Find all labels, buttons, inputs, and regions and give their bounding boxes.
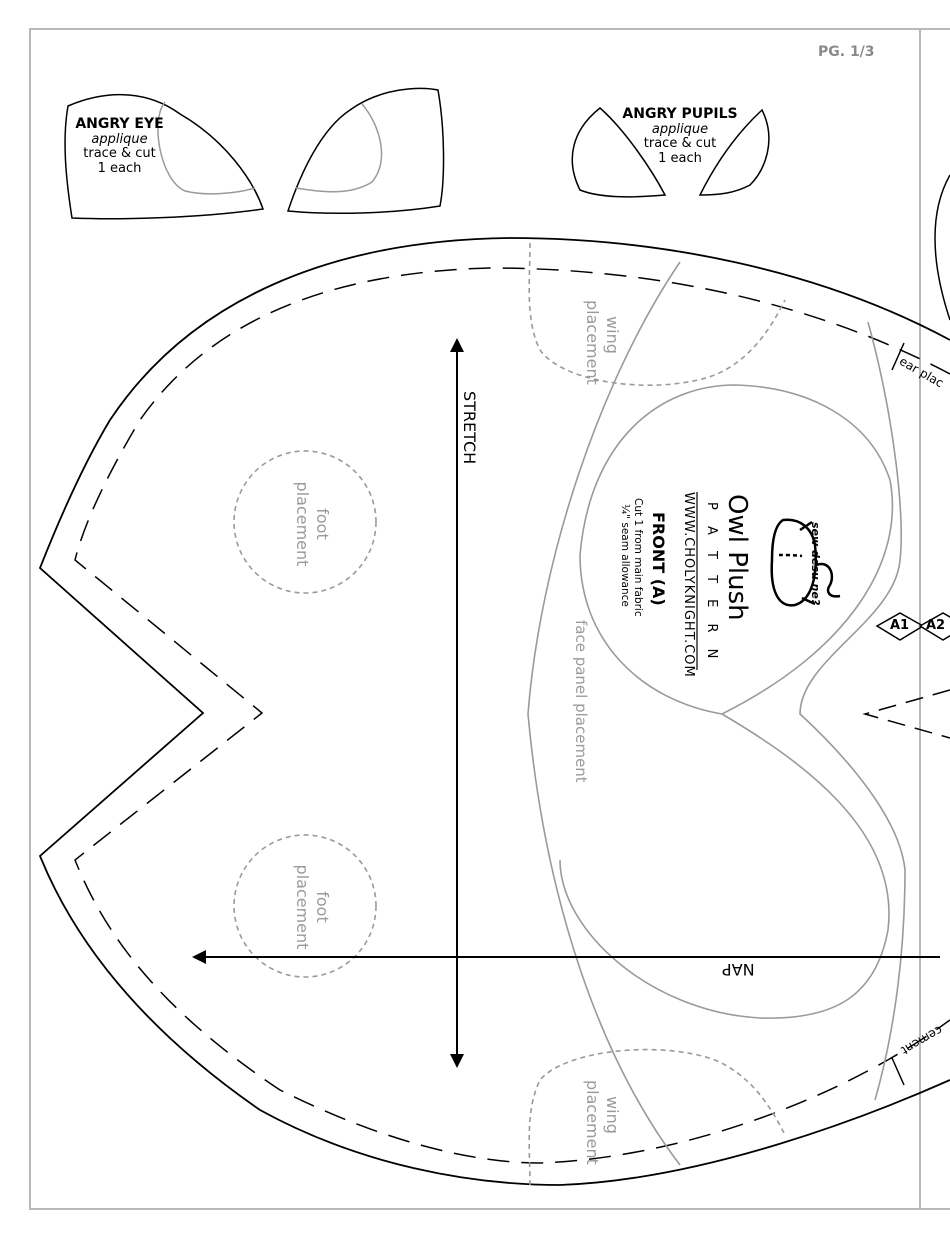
foot-placement-bottom-circle <box>233 834 377 978</box>
angry-eye-type: applique <box>91 131 148 147</box>
angry-eye-title: ANGRY EYE <box>75 116 164 132</box>
stretch-arrow-head-bottom <box>450 1054 464 1068</box>
right-dart-marker <box>862 689 950 739</box>
nap-label: NAP <box>722 960 755 979</box>
face-panel-inner-shape <box>559 384 894 1019</box>
nap-arrow-head <box>192 950 206 964</box>
angry-eye-instruction: trace & cut <box>83 146 156 162</box>
angry-pupils-type: applique <box>651 121 709 137</box>
foot-bottom-line-2: placement <box>293 864 312 950</box>
foot-top-line-1: foot <box>313 508 332 540</box>
ear-placement-top-tick <box>891 342 905 371</box>
foot-placement-bottom-label: foot placement <box>292 862 332 952</box>
foot-bottom-line-1: foot <box>313 891 332 923</box>
angry-eye-right-piece <box>286 87 445 215</box>
wing-placement-bottom-line <box>528 1048 786 1186</box>
angry-pupils-count: 1 each <box>658 150 702 166</box>
owl-front-cut-line <box>38 237 950 1186</box>
face-panel-outer-line-right <box>799 321 906 1101</box>
page-number: PG. 1/3 <box>818 44 875 60</box>
stretch-arrow-head-top <box>450 338 464 352</box>
page-border <box>29 28 950 1210</box>
cut-instruction: Cut 1 from main fabric <box>632 498 644 617</box>
ear-placement-bottom-tick <box>891 1057 905 1086</box>
angry-eye-right-guide <box>295 103 383 193</box>
foot-top-line-2: placement <box>293 481 312 567</box>
face-panel-placement-label: face panel placement <box>572 620 590 783</box>
angry-eye-left-guide <box>157 101 256 195</box>
website-label: WWW.CHOLYKNIGHT.COM <box>681 492 696 678</box>
angry-pupils-label: ANGRY PUPILS applique trace & cut 1 each <box>620 106 740 166</box>
angry-pupils-title: ANGRY PUPILS <box>622 106 738 122</box>
face-panel-outer-line <box>527 261 681 1166</box>
owl-front-seam-line <box>74 267 950 1164</box>
angry-eye-label: ANGRY EYE applique trace & cut 1 each <box>72 116 167 176</box>
angry-pupils-instruction: trace & cut <box>643 136 717 152</box>
wing-placement-top-label: wing placement <box>582 300 622 385</box>
piece-name: FRONT (A) <box>649 512 668 606</box>
match-label-a2: A2 <box>926 618 946 633</box>
wing-bottom-line-2: placement <box>583 1080 602 1165</box>
foot-placement-top-circle <box>233 450 377 594</box>
wing-placement-top-line <box>528 242 786 386</box>
stretch-label: STRETCH <box>460 391 479 465</box>
pattern-title: Owl Plush <box>722 494 752 621</box>
angry-eye-count: 1 each <box>97 160 142 176</box>
match-diamond-a2 <box>918 612 950 641</box>
wing-bottom-line-1: wing <box>603 1096 622 1134</box>
next-piece-edge <box>934 174 950 321</box>
seam-allowance: ¼" seam allowance <box>619 504 631 607</box>
angry-eye-left-piece <box>64 93 265 220</box>
wing-top-line-2: placement <box>583 300 602 385</box>
match-label-a1: A1 <box>890 618 910 633</box>
wing-placement-bottom-label: wing placement <box>582 1080 622 1165</box>
logo-kitty-icon <box>770 518 841 607</box>
wing-top-line-1: wing <box>603 316 622 354</box>
angry-pupil-right-piece <box>698 108 770 196</box>
angry-pupil-left-piece <box>571 107 667 198</box>
foot-placement-top-label: foot placement <box>292 479 332 569</box>
logo-text: sew desu ne? <box>809 522 822 606</box>
pattern-subtitle: P A T T E R N <box>704 502 719 665</box>
